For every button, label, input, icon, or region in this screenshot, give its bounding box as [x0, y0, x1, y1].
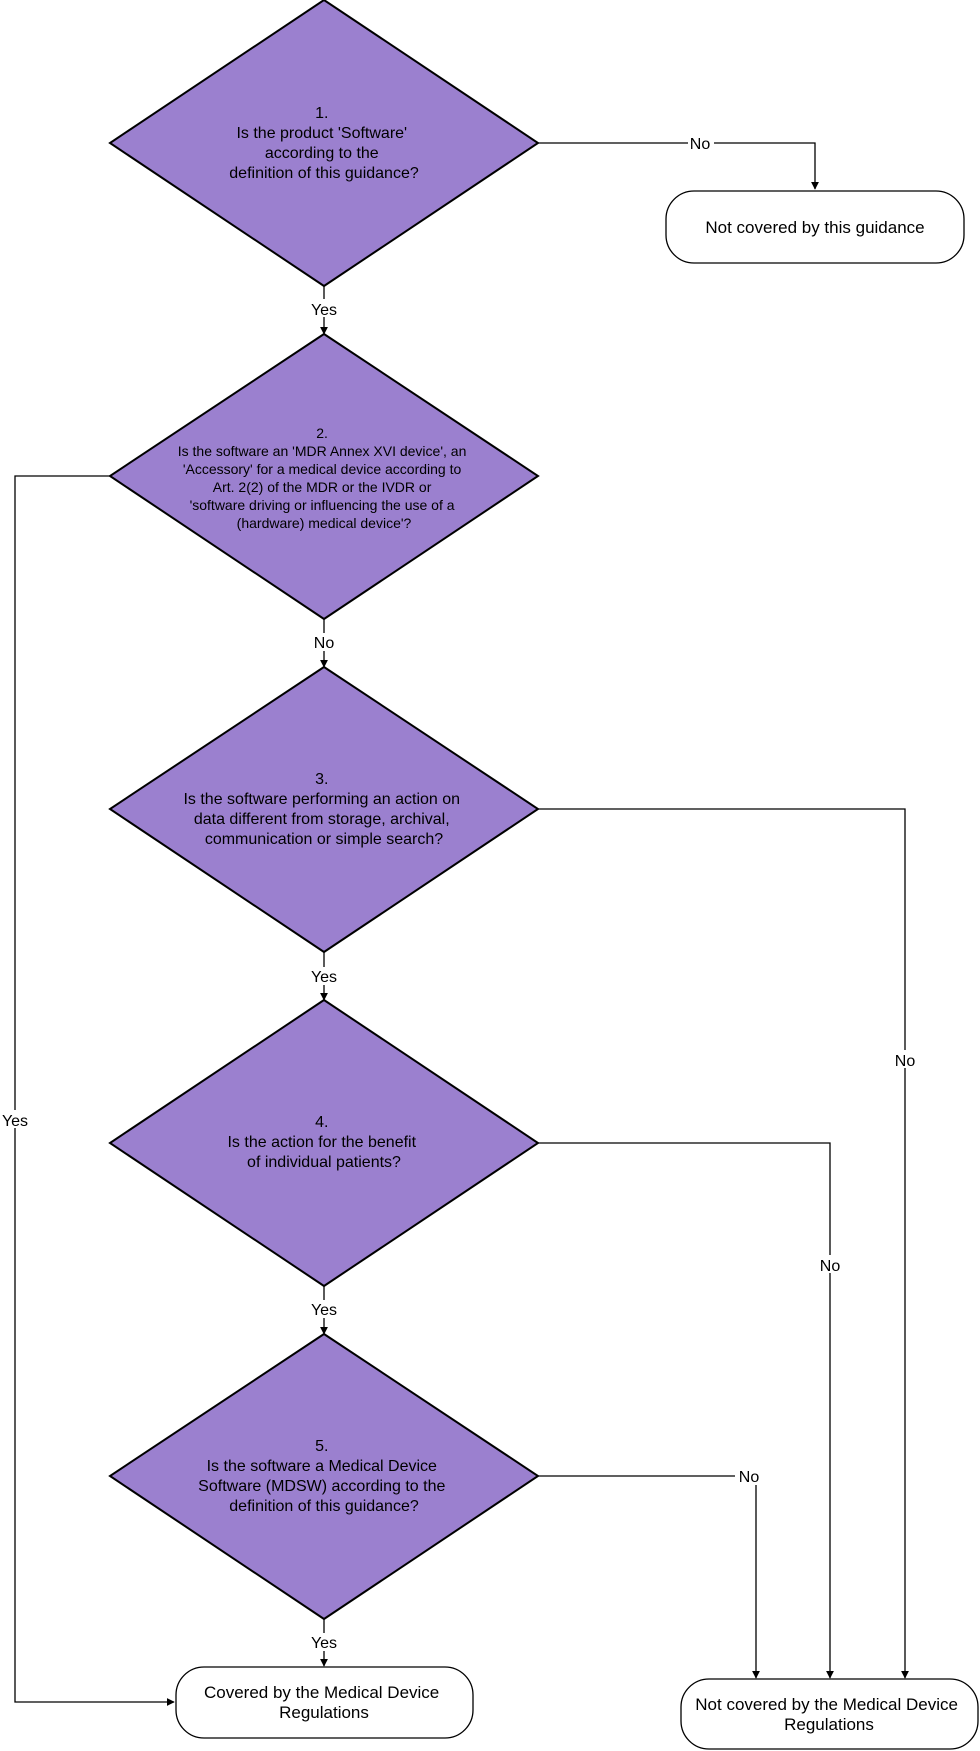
edge-label-q3-yes: Yes [311, 969, 337, 986]
edge-label-q2-yes: Yes [2, 1113, 28, 1130]
svg-text:Covered by the Medical Device: Covered by the Medical Device Regulation… [204, 1683, 444, 1722]
decision-q3: 3. Is the software performing an action … [108, 665, 540, 954]
edge-label-q1-yes: Yes [311, 302, 337, 319]
edge-label-q5-no: No [739, 1469, 760, 1486]
decision-q4: 4. Is the action for the benefit of indi… [108, 998, 540, 1288]
edge-label-q1-no: No [690, 136, 711, 153]
svg-text:Not covered by this guidance: Not covered by this guidance [705, 218, 924, 237]
edge-label-q2-no: No [314, 635, 335, 652]
terminal-not-covered-guidance: Not covered by this guidance [665, 190, 965, 264]
decision-q5: 5. Is the software a Medical Device Soft… [108, 1332, 540, 1621]
edge-q4-no [538, 1142, 834, 1679]
edge-q2-yes [14, 475, 175, 1706]
svg-text:2. Is the software an 'M: 2. Is the software an 'MDR Annex XVI dev… [178, 425, 471, 531]
svg-text:Not covered by the Medical Dev: Not covered by the Medical Device Regula… [695, 1695, 962, 1734]
edge-label-q5-yes: Yes [311, 1635, 337, 1652]
decision-q2: 2. Is the software an 'MDR Annex XVI dev… [108, 332, 540, 621]
svg-text:4. Is the action for the: 4. Is the action for the benefit of indi… [227, 1114, 420, 1171]
svg-text:3. Is the software perfo: 3. Is the software performing an action … [183, 771, 464, 848]
edge-q3-no [538, 808, 909, 1679]
edges: No Yes No Yes Yes No Yes No Yes [0, 134, 919, 1706]
edge-q5-no [538, 1475, 760, 1679]
terminal-covered-mdr: Covered by the Medical Device Regulation… [175, 1666, 474, 1739]
edge-label-q4-no: No [820, 1258, 841, 1275]
svg-text:5. Is the software a Med: 5. Is the software a Medical Device Soft… [198, 1438, 450, 1515]
edge-q1-no [538, 142, 819, 190]
svg-text:1. Is the product 'Softw: 1. Is the product 'Software' according t… [229, 105, 419, 182]
edge-label-q3-no: No [895, 1053, 916, 1070]
terminal-not-covered-mdr: Not covered by the Medical Device Regula… [680, 1678, 979, 1750]
decision-q1: 1. Is the product 'Software' according t… [108, 0, 540, 288]
edge-label-q4-yes: Yes [311, 1302, 337, 1319]
